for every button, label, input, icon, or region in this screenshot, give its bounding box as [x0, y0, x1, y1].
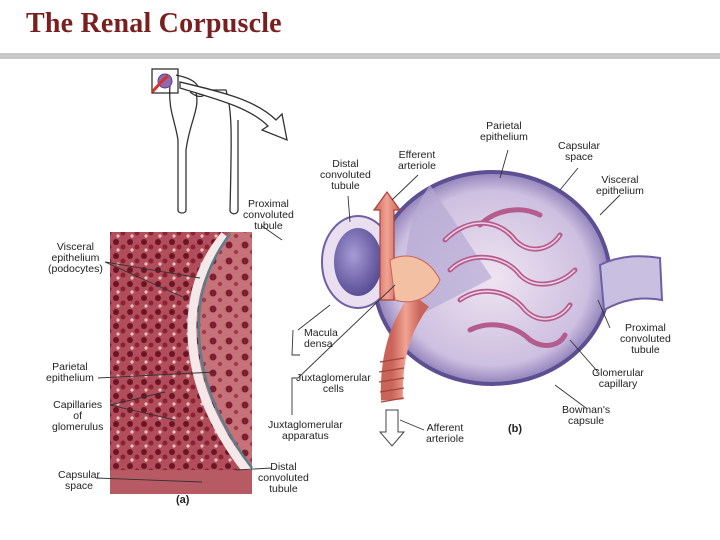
label-distal-tubule-bottom: Distal convoluted tubule	[258, 462, 309, 495]
label-line: glomerulus	[52, 421, 104, 433]
label-line: Juxtaglomerular	[268, 419, 343, 431]
label-line: Bowman's	[562, 404, 611, 416]
label-line: Visceral	[601, 174, 639, 186]
label-line: Parietal	[486, 120, 522, 132]
label-line: space	[65, 480, 94, 492]
label-distal-tubule-top: Distal convoluted tubule	[320, 159, 371, 192]
label-line: Distal	[332, 158, 359, 170]
label-jg-apparatus: Juxtaglomerular apparatus	[268, 420, 343, 442]
label-line: capillary	[598, 378, 638, 390]
label-line: convoluted	[243, 209, 294, 221]
label-line: Glomerular	[592, 367, 644, 379]
label-line: Efferent	[398, 149, 436, 161]
title-divider	[0, 53, 720, 59]
label-line: Distal	[270, 461, 297, 473]
inset-box	[151, 68, 179, 94]
label-visceral-podocytes: Visceral epithelium (podocytes)	[48, 242, 103, 275]
label-parietal-epithelium-b: Parietal epithelium	[480, 121, 528, 143]
label-line: (podocytes)	[48, 263, 103, 275]
label-capsular-space-b: Capsular space	[558, 141, 600, 163]
label-line: Capsular	[558, 140, 601, 152]
label-line: tubule	[331, 180, 360, 192]
label-line: Parietal	[52, 361, 88, 373]
renal-corpuscle-diagram	[95, 68, 664, 494]
corpuscle-drawing-panel-b	[321, 170, 664, 447]
afferent-arteriole-coil	[378, 357, 405, 403]
label-line: convoluted	[320, 169, 371, 181]
label-afferent-arteriole: Afferent arteriole	[426, 423, 464, 445]
inset-vessel	[150, 74, 169, 94]
label-line: of	[73, 410, 83, 422]
label-capsular-space-a: Capsular space	[58, 470, 100, 492]
page-title: The Renal Corpuscle	[26, 8, 282, 39]
label-bowmans-capsule: Bowman's capsule	[562, 405, 610, 427]
label-panel-b: (b)	[508, 423, 523, 435]
label-line: cells	[322, 383, 344, 395]
label-line: Proximal	[247, 198, 289, 210]
label-line: epithelium	[480, 131, 528, 143]
label-line: Juxtaglomerular	[296, 372, 371, 384]
label-line: tubule	[254, 220, 283, 232]
label-line: arteriole	[426, 433, 464, 445]
leader-lines	[95, 149, 621, 483]
label-line: epithelium	[46, 372, 94, 384]
label-line: tubule	[269, 483, 298, 495]
label-line: Visceral	[56, 241, 94, 253]
label-line: densa	[304, 338, 333, 350]
label-line: arteriole	[398, 160, 436, 172]
label-parietal-epithelium-a: Parietal epithelium	[46, 362, 94, 384]
inset-glomerulus	[157, 73, 173, 89]
label-capillaries-glomerulus: Capillaries of glomerulus	[52, 400, 103, 433]
label-line: Afferent	[426, 422, 464, 434]
label-line: apparatus	[282, 430, 329, 442]
label-glomerular-capillary: Glomerular capillary	[592, 368, 644, 390]
afferent-arrow	[378, 409, 406, 447]
label-proximal-tubule-top: Proximal convoluted tubule	[243, 199, 294, 232]
label-visceral-epithelium-b: Visceral epithelium	[596, 175, 644, 197]
label-line: epithelium	[51, 252, 100, 264]
label-line: convoluted	[258, 472, 309, 484]
label-line: Capillaries	[53, 399, 103, 411]
label-line: Macula	[304, 327, 338, 339]
label-jg-cells: Juxtaglomerular cells	[296, 373, 371, 395]
label-line: tubule	[631, 344, 660, 356]
micrograph-panel-a	[110, 232, 254, 494]
label-efferent-arteriole: Efferent arteriole	[398, 150, 436, 172]
label-macula-densa: Macula densa	[304, 328, 338, 350]
magnify-arrow	[179, 81, 288, 142]
label-line: epithelium	[596, 185, 644, 197]
label-line: convoluted	[620, 333, 671, 345]
label-proximal-tubule-right: Proximal convoluted tubule	[620, 323, 671, 356]
label-line: space	[565, 151, 594, 163]
label-line: Proximal	[624, 322, 666, 334]
label-panel-a: (a)	[176, 494, 190, 506]
label-line: capsule	[567, 415, 605, 427]
label-line: Capsular	[58, 469, 101, 481]
